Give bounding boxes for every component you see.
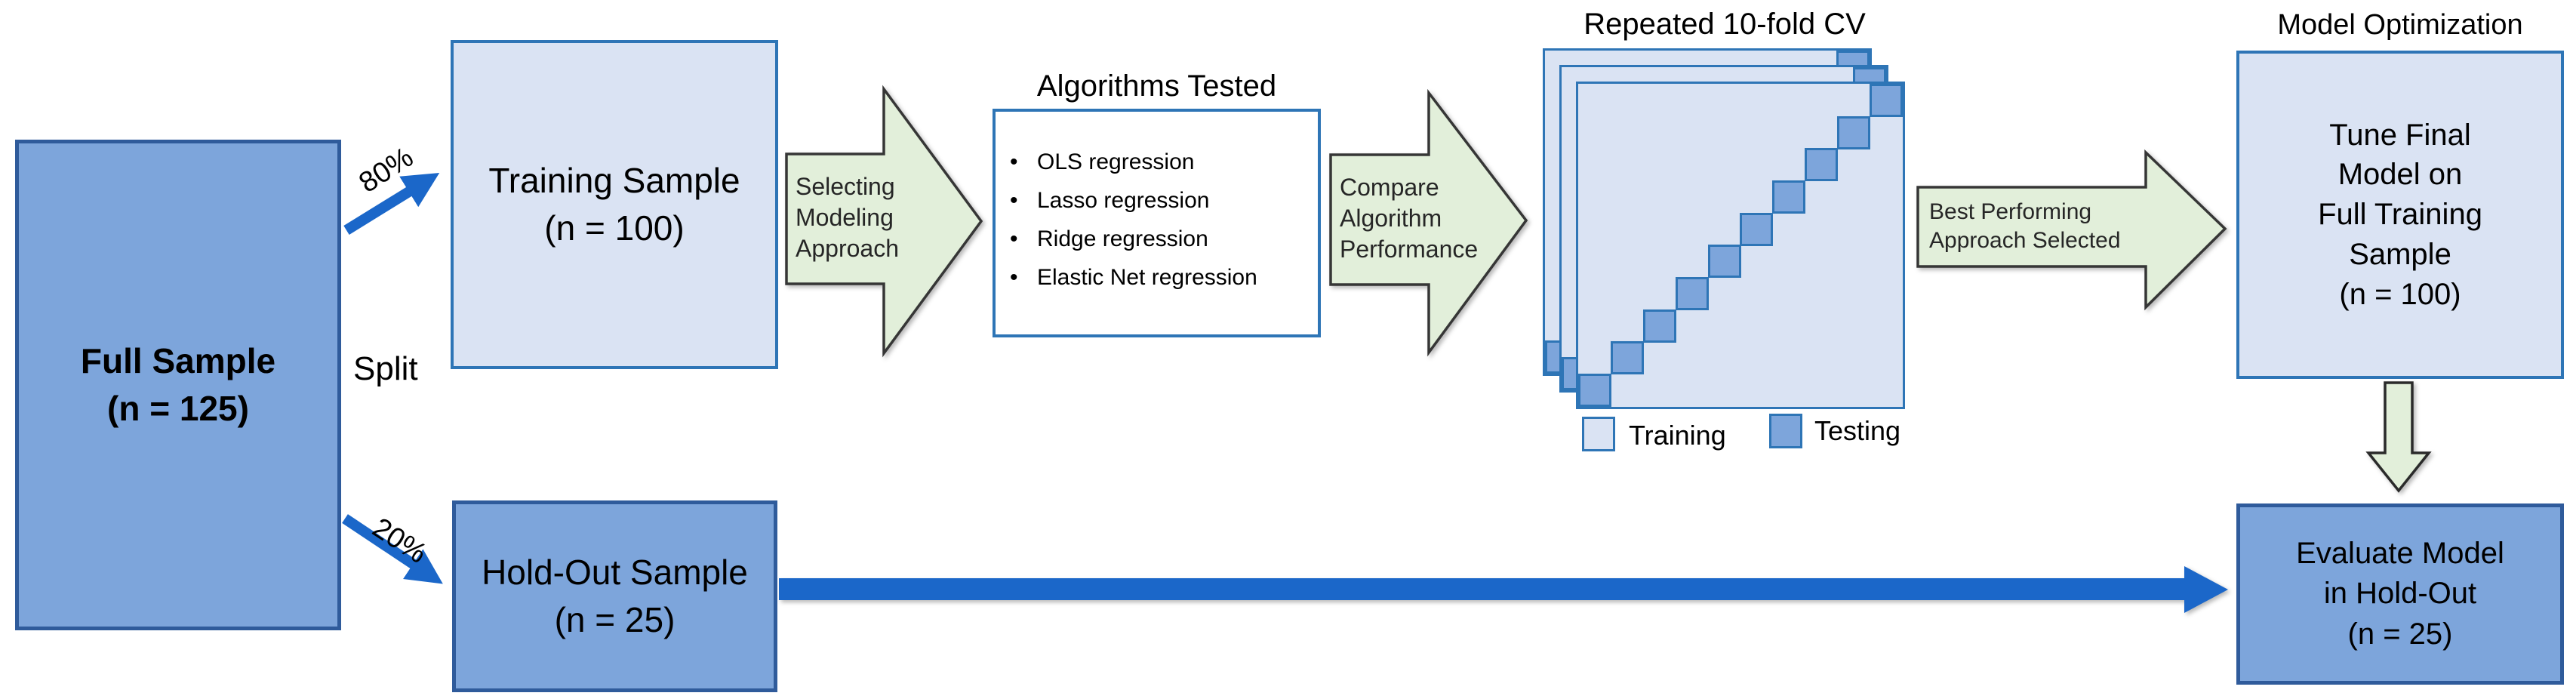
- algorithm-item: OLS regression: [1004, 149, 1257, 175]
- cv-testing-fold-cell: [1708, 245, 1741, 278]
- model-optimization-title: Model Optimization: [2277, 9, 2523, 41]
- cv-testing-fold-cell: [1643, 309, 1676, 343]
- algorithms-list: OLS regression Lasso regression Ridge re…: [1004, 149, 1257, 303]
- selecting-approach-arrow-label: Selecting Modeling Approach: [796, 171, 899, 264]
- tune-line3: Full Training: [2318, 198, 2482, 232]
- cv-testing-fold-cell: [1870, 84, 1903, 117]
- full-sample-label-line2: (n = 125): [107, 389, 249, 428]
- algorithms-tested-title: Algorithms Tested: [1036, 69, 1277, 103]
- selecting-approach-arrow-shape: [785, 85, 983, 358]
- best-line2: Approach Selected: [1929, 228, 2121, 254]
- best-approach-arrow-shape: [1916, 149, 2227, 311]
- compare-performance-arrow-label: Compare Algorithm Performance: [1340, 172, 1478, 265]
- holdout-sample-label-line2: (n = 25): [554, 600, 676, 639]
- legend-testing-label: Testing: [1814, 415, 1901, 446]
- cv-testing-fold-cell: [1740, 213, 1773, 246]
- holdout-to-evaluate-arrow: [779, 566, 2228, 613]
- compare-line3: Performance: [1340, 235, 1479, 263]
- cv-repeat-sheet: [1576, 82, 1905, 409]
- algorithms-tested-box: [993, 109, 1321, 337]
- evaluate-line1: Evaluate Model: [2296, 537, 2504, 571]
- tune-line1: Tune Final: [2329, 118, 2471, 152]
- cv-testing-fold-cell: [1805, 148, 1838, 181]
- training-sample-label-line2: (n = 100): [544, 208, 685, 248]
- holdout-sample-label-line1: Hold-Out Sample: [482, 552, 748, 592]
- tune-line5: (n = 100): [2339, 277, 2461, 311]
- selecting-line1: Selecting: [796, 173, 895, 200]
- compare-performance-arrow-shape: [1329, 88, 1528, 357]
- evaluate-line3: (n = 25): [2347, 617, 2453, 651]
- full-sample-label-line1: Full Sample: [80, 340, 276, 380]
- cv-testing-fold-cell: [1676, 277, 1709, 310]
- cv-testing-fold-cell: [1611, 341, 1644, 374]
- algorithm-item: Elastic Net regression: [1004, 265, 1257, 291]
- tune-to-evaluate-arrow-shape: [2365, 381, 2432, 493]
- cv-testing-fold-cell: [1772, 180, 1805, 214]
- cv-testing-fold-cell: [1837, 116, 1870, 149]
- cv-testing-fold-cell: [1578, 374, 1611, 407]
- evaluate-model-box: Evaluate Model in Hold-Out (n = 25): [2236, 503, 2564, 685]
- legend-training-label: Training: [1629, 420, 1726, 451]
- selecting-line3: Approach: [796, 234, 899, 262]
- best-line1: Best Performing: [1929, 199, 2092, 224]
- full-sample-box: Full Sample (n = 125): [15, 140, 341, 630]
- legend-training-swatch: [1582, 417, 1615, 451]
- best-approach-arrow-label: Best Performing Approach Selected: [1929, 198, 2121, 255]
- tune-final-model-box: Tune Final Model on Full Training Sample…: [2236, 51, 2564, 379]
- split-80-arrow: [343, 173, 440, 235]
- algorithm-item: Ridge regression: [1004, 226, 1257, 252]
- selecting-line2: Modeling: [796, 203, 894, 231]
- evaluate-line2: in Hold-Out: [2323, 577, 2477, 611]
- cv-title: Repeated 10-fold CV: [1583, 8, 1866, 41]
- split-20-arrow: [342, 514, 443, 584]
- split-label: Split: [353, 350, 418, 387]
- training-sample-label-line1: Training Sample: [488, 160, 740, 200]
- compare-line2: Algorithm: [1340, 204, 1442, 232]
- tune-line2: Model on: [2337, 158, 2463, 192]
- training-sample-box: Training Sample (n = 100): [451, 40, 778, 369]
- tune-line4: Sample: [2349, 237, 2451, 271]
- algorithm-item: Lasso regression: [1004, 188, 1257, 214]
- cv-diagram: [1543, 48, 1907, 411]
- holdout-sample-box: Hold-Out Sample (n = 25): [452, 500, 777, 692]
- compare-line1: Compare: [1340, 174, 1439, 201]
- legend-testing-swatch: [1769, 414, 1802, 448]
